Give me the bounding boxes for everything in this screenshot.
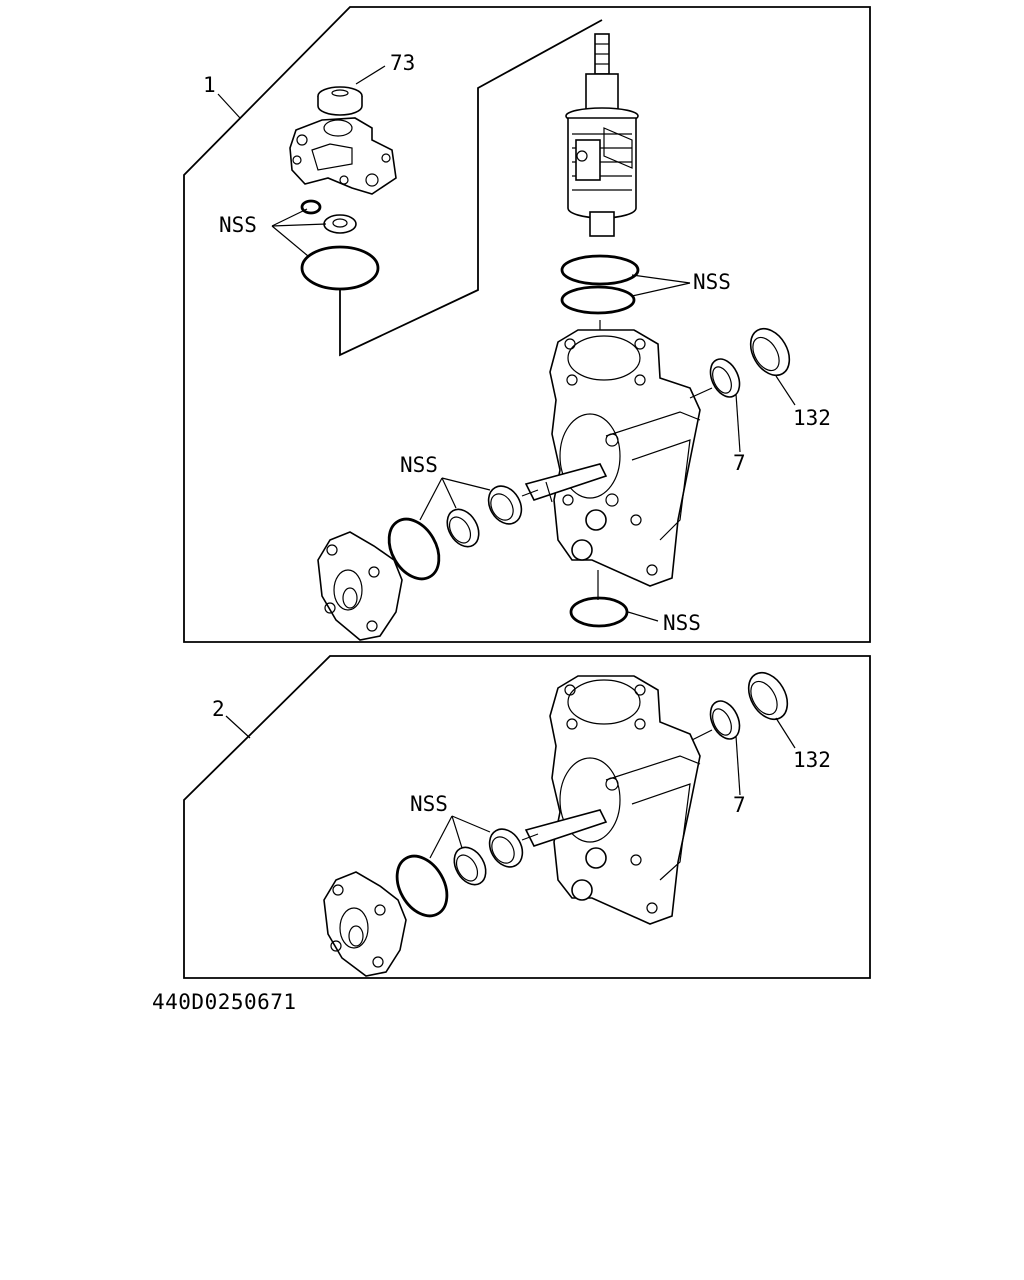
gear-housing-2	[524, 675, 701, 925]
panel-2-number: 2	[212, 697, 225, 721]
callout-7-panel-2: 7	[733, 793, 746, 817]
small-o-ring	[300, 199, 322, 215]
cover-o-ring	[387, 517, 441, 581]
small-seal	[323, 214, 357, 234]
leader-73	[355, 65, 386, 85]
seal-ring-7-panel-2	[709, 700, 741, 740]
cover-seal-2	[453, 846, 487, 886]
panel-1-number: 1	[203, 73, 216, 97]
housing-o-ring-upper	[560, 254, 640, 286]
panel-2-leader	[225, 715, 251, 739]
housing-o-ring-lower	[560, 285, 636, 315]
side-cover	[317, 531, 403, 641]
subassembly-bracket	[339, 19, 603, 357]
valve-housing	[289, 117, 397, 195]
bottom-o-ring	[569, 596, 629, 628]
callout-73: 73	[390, 51, 415, 75]
oil-seal-132-panel-2	[747, 671, 789, 721]
cover-bearing	[487, 485, 523, 525]
callout-nss-cover: NSS	[400, 453, 438, 477]
callout-nss-cover-panel-2: NSS	[410, 792, 448, 816]
drawing-id: 440D0250671	[152, 990, 297, 1014]
worm-shaft	[565, 33, 639, 237]
panel-2-frame	[183, 655, 871, 979]
callout-nss-valve: NSS	[693, 270, 731, 294]
cover-o-ring-2	[395, 854, 449, 918]
callout-nss-bottom: NSS	[663, 611, 701, 635]
cover-bearing-2	[488, 828, 524, 868]
panel-1-frame	[183, 6, 871, 643]
cover-seal	[446, 508, 480, 548]
gear-housing	[524, 329, 701, 587]
panel-1: 1 73	[183, 6, 871, 643]
panel-2: 2 7	[183, 655, 871, 979]
side-cover-2	[323, 871, 407, 977]
callout-132-panel-2: 132	[793, 748, 831, 772]
seal-ring-7	[709, 358, 741, 398]
panel-1-leader	[217, 93, 241, 119]
seal-washer-73	[317, 86, 363, 116]
large-o-ring-top	[300, 245, 380, 291]
oil-seal-132	[749, 327, 791, 377]
callout-132: 132	[793, 406, 831, 430]
callout-nss-housing: NSS	[219, 213, 257, 237]
callout-7: 7	[733, 451, 746, 475]
